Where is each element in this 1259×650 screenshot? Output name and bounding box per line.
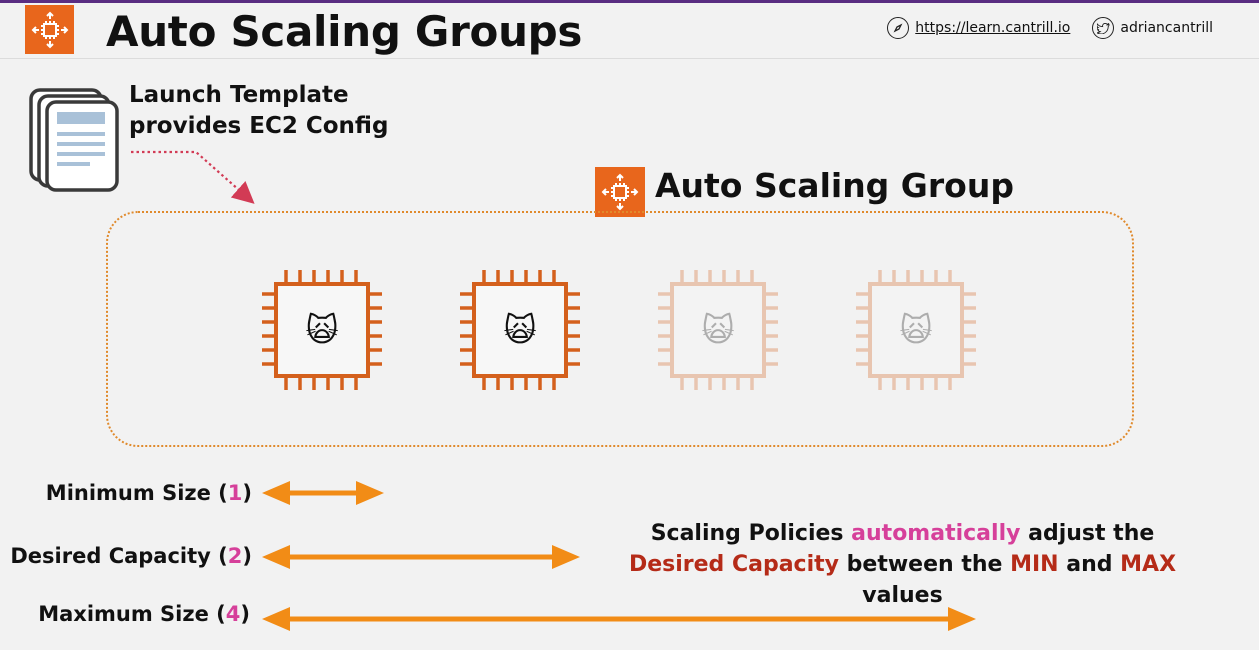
launch-template-arrow [131, 150, 255, 204]
policy-part-6: MIN [1010, 552, 1059, 577]
auto-scaling-group-icon [595, 167, 645, 217]
policy-part-2: automatically [851, 521, 1021, 546]
auto-scaling-logo-icon [25, 5, 74, 54]
scaling-policy-text: Scaling Policies automatically adjust th… [610, 518, 1195, 611]
policy-part-5: between the [838, 552, 1011, 577]
cat-face-icon: 🙀 [899, 311, 933, 349]
ec2-instance-3: 🙀 [658, 270, 778, 390]
launch-template-icon [28, 86, 120, 198]
auto-scaling-group-box [106, 211, 1134, 447]
maximum-size-text: Maximum Size ( [38, 602, 226, 626]
minimum-size-arrow [262, 481, 384, 505]
page-title: Auto Scaling Groups [106, 7, 583, 56]
cat-face-icon: 🙀 [503, 311, 537, 349]
policy-part-9: values [862, 583, 943, 608]
website-url[interactable]: https://learn.cantrill.io [915, 20, 1071, 36]
desired-capacity-close: ) [242, 544, 252, 568]
minimum-size-value: 1 [227, 481, 243, 505]
policy-part-8: MAX [1120, 552, 1177, 577]
launch-template-line2: provides EC2 Config [129, 113, 389, 139]
minimum-size-text: Minimum Size ( [45, 481, 228, 505]
header-bar: Auto Scaling Groups https://learn.cantri… [0, 3, 1259, 59]
top-accent-line [0, 0, 1259, 3]
desired-capacity-label: Desired Capacity (2) [8, 542, 252, 570]
ec2-instance-1: 🙀 [262, 270, 382, 390]
chip-body [670, 282, 766, 378]
policy-part-4: Desired Capacity [628, 552, 839, 577]
policy-part-3: adjust the [1020, 521, 1155, 546]
maximum-size-close: ) [240, 602, 250, 626]
policy-part-7: and [1058, 552, 1121, 577]
cat-face-icon: 🙀 [305, 311, 339, 349]
maximum-size-label: Maximum Size (4) [20, 600, 250, 628]
header-links: https://learn.cantrill.io adriancantrill [887, 17, 1213, 39]
maximum-size-value: 4 [225, 602, 241, 626]
cat-face-icon: 🙀 [701, 311, 735, 349]
desired-capacity-arrow [262, 545, 580, 569]
desired-capacity-value: 2 [227, 544, 243, 568]
launch-template-text: Launch Template provides EC2 Config [129, 80, 388, 142]
ec2-instance-4: 🙀 [856, 270, 976, 390]
website-link[interactable]: https://learn.cantrill.io [887, 17, 1070, 39]
compass-icon [887, 17, 910, 39]
minimum-size-close: ) [242, 481, 252, 505]
desired-capacity-text: Desired Capacity ( [10, 544, 228, 568]
auto-scaling-group-label: Auto Scaling Group [655, 166, 1014, 205]
policy-part-1: Scaling Policies [650, 521, 852, 546]
twitter-icon [1092, 17, 1115, 39]
chip-body [274, 282, 370, 378]
chip-body [868, 282, 964, 378]
chip-body [472, 282, 568, 378]
ec2-instance-2: 🙀 [460, 270, 580, 390]
launch-template-line1: Launch Template [129, 82, 349, 108]
minimum-size-label: Minimum Size (1) [30, 479, 252, 507]
twitter-link[interactable]: adriancantrill [1092, 17, 1213, 39]
twitter-handle[interactable]: adriancantrill [1120, 20, 1213, 36]
